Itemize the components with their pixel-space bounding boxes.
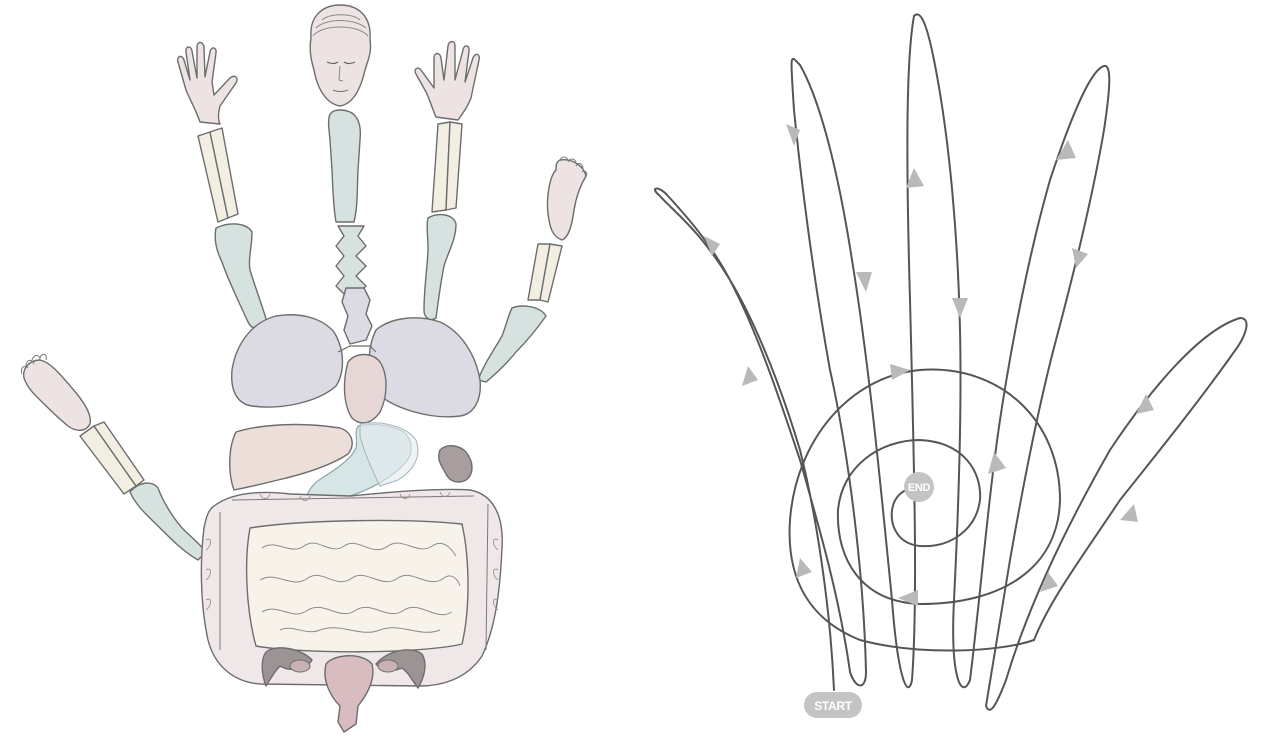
arrow-marker <box>796 558 812 578</box>
left-hand <box>178 43 237 125</box>
start-label: START <box>814 699 853 713</box>
small-intestine <box>247 521 468 652</box>
uterus <box>325 656 373 732</box>
left-lung <box>232 315 343 407</box>
neck-column <box>329 110 361 222</box>
left-upper-arm <box>215 224 268 330</box>
arrow-marker <box>988 452 1006 474</box>
right-foot <box>547 160 586 240</box>
arrow-marker <box>952 298 968 318</box>
spine <box>336 226 366 296</box>
arrow-marker <box>1056 140 1076 160</box>
heart <box>345 355 386 423</box>
left-forearm-bones <box>198 128 238 222</box>
right-upper-arm <box>424 215 456 320</box>
left-thigh <box>130 483 206 560</box>
left-shin-bones <box>80 422 144 494</box>
arrow-marker <box>1120 504 1138 522</box>
massage-flow-diagram: START END <box>655 14 1247 718</box>
arrow-marker <box>906 168 924 188</box>
start-badge: START <box>804 692 862 718</box>
arrow-marker <box>1136 394 1154 414</box>
right-thigh <box>478 306 546 382</box>
arrow-marker <box>742 366 758 386</box>
kidney <box>439 446 472 482</box>
arrow-marker <box>856 272 872 292</box>
right-hand <box>415 42 479 121</box>
end-badge: END <box>904 472 934 502</box>
left-foot <box>24 360 91 430</box>
right-lung <box>369 318 480 417</box>
end-label: END <box>908 482 931 494</box>
right-forearm-bones <box>432 122 462 212</box>
flow-path-fingers <box>655 14 1247 709</box>
lower-spine <box>342 288 372 344</box>
right-shin-bones <box>528 244 562 302</box>
anatomy-diagram <box>21 5 586 732</box>
head <box>310 5 370 106</box>
